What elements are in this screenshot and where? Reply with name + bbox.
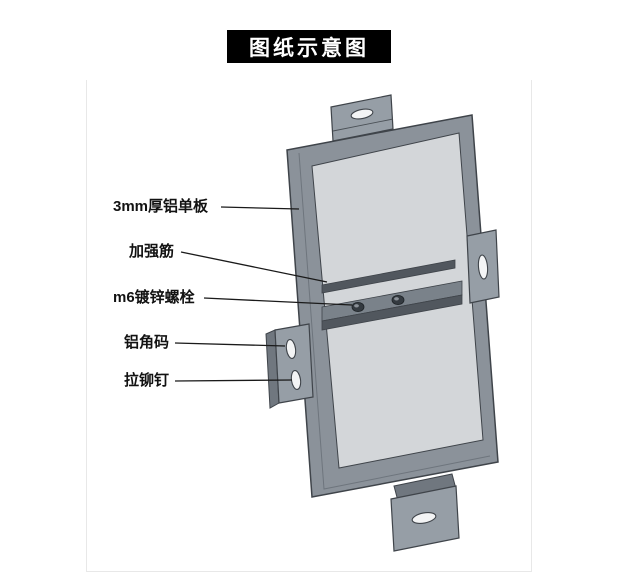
leader-rib	[180, 251, 328, 283]
bracket-fold-line	[332, 118, 394, 132]
bolt-highlight	[354, 304, 359, 308]
bolt	[351, 301, 365, 312]
bottom-mounting-bracket	[390, 473, 460, 552]
top-mounting-bracket	[330, 94, 394, 142]
bracket-slot	[477, 254, 489, 280]
right-mounting-bracket	[466, 229, 500, 304]
leader-rivet	[174, 379, 293, 382]
label-m6-galvanized-bolt: m6镀锌螺栓	[113, 289, 195, 306]
leader-bolt	[203, 297, 353, 306]
label-pull-rivet: 拉铆钉	[124, 372, 170, 389]
rib-main-front	[321, 294, 463, 331]
corner-bracket-plate	[274, 323, 314, 404]
bracket-slot	[411, 512, 437, 524]
bracket-slot	[350, 108, 374, 120]
m6-bolts	[351, 294, 405, 312]
sheet-border-bottom	[86, 571, 532, 572]
title-banner: 图纸示意图	[227, 30, 391, 63]
label-3mm-aluminum-panel: 3mm厚铝单板	[113, 198, 209, 215]
label-aluminum-corner-bracket: 铝角码	[124, 334, 170, 351]
leader-panel	[220, 206, 300, 210]
corner-bracket	[265, 323, 314, 409]
title-text: 图纸示意图	[249, 36, 369, 60]
panel-inner-rim	[298, 152, 491, 490]
sheet-border-right	[531, 80, 532, 572]
leader-lines	[174, 206, 353, 382]
rivet-slot	[285, 339, 297, 359]
leader-corner-bracket	[174, 342, 286, 347]
label-reinforcing-rib: 加强筋	[129, 243, 175, 260]
bolt	[391, 294, 405, 305]
bolt-highlight	[394, 297, 399, 301]
rib-upper	[321, 259, 456, 294]
sheet-border-left	[86, 80, 87, 572]
